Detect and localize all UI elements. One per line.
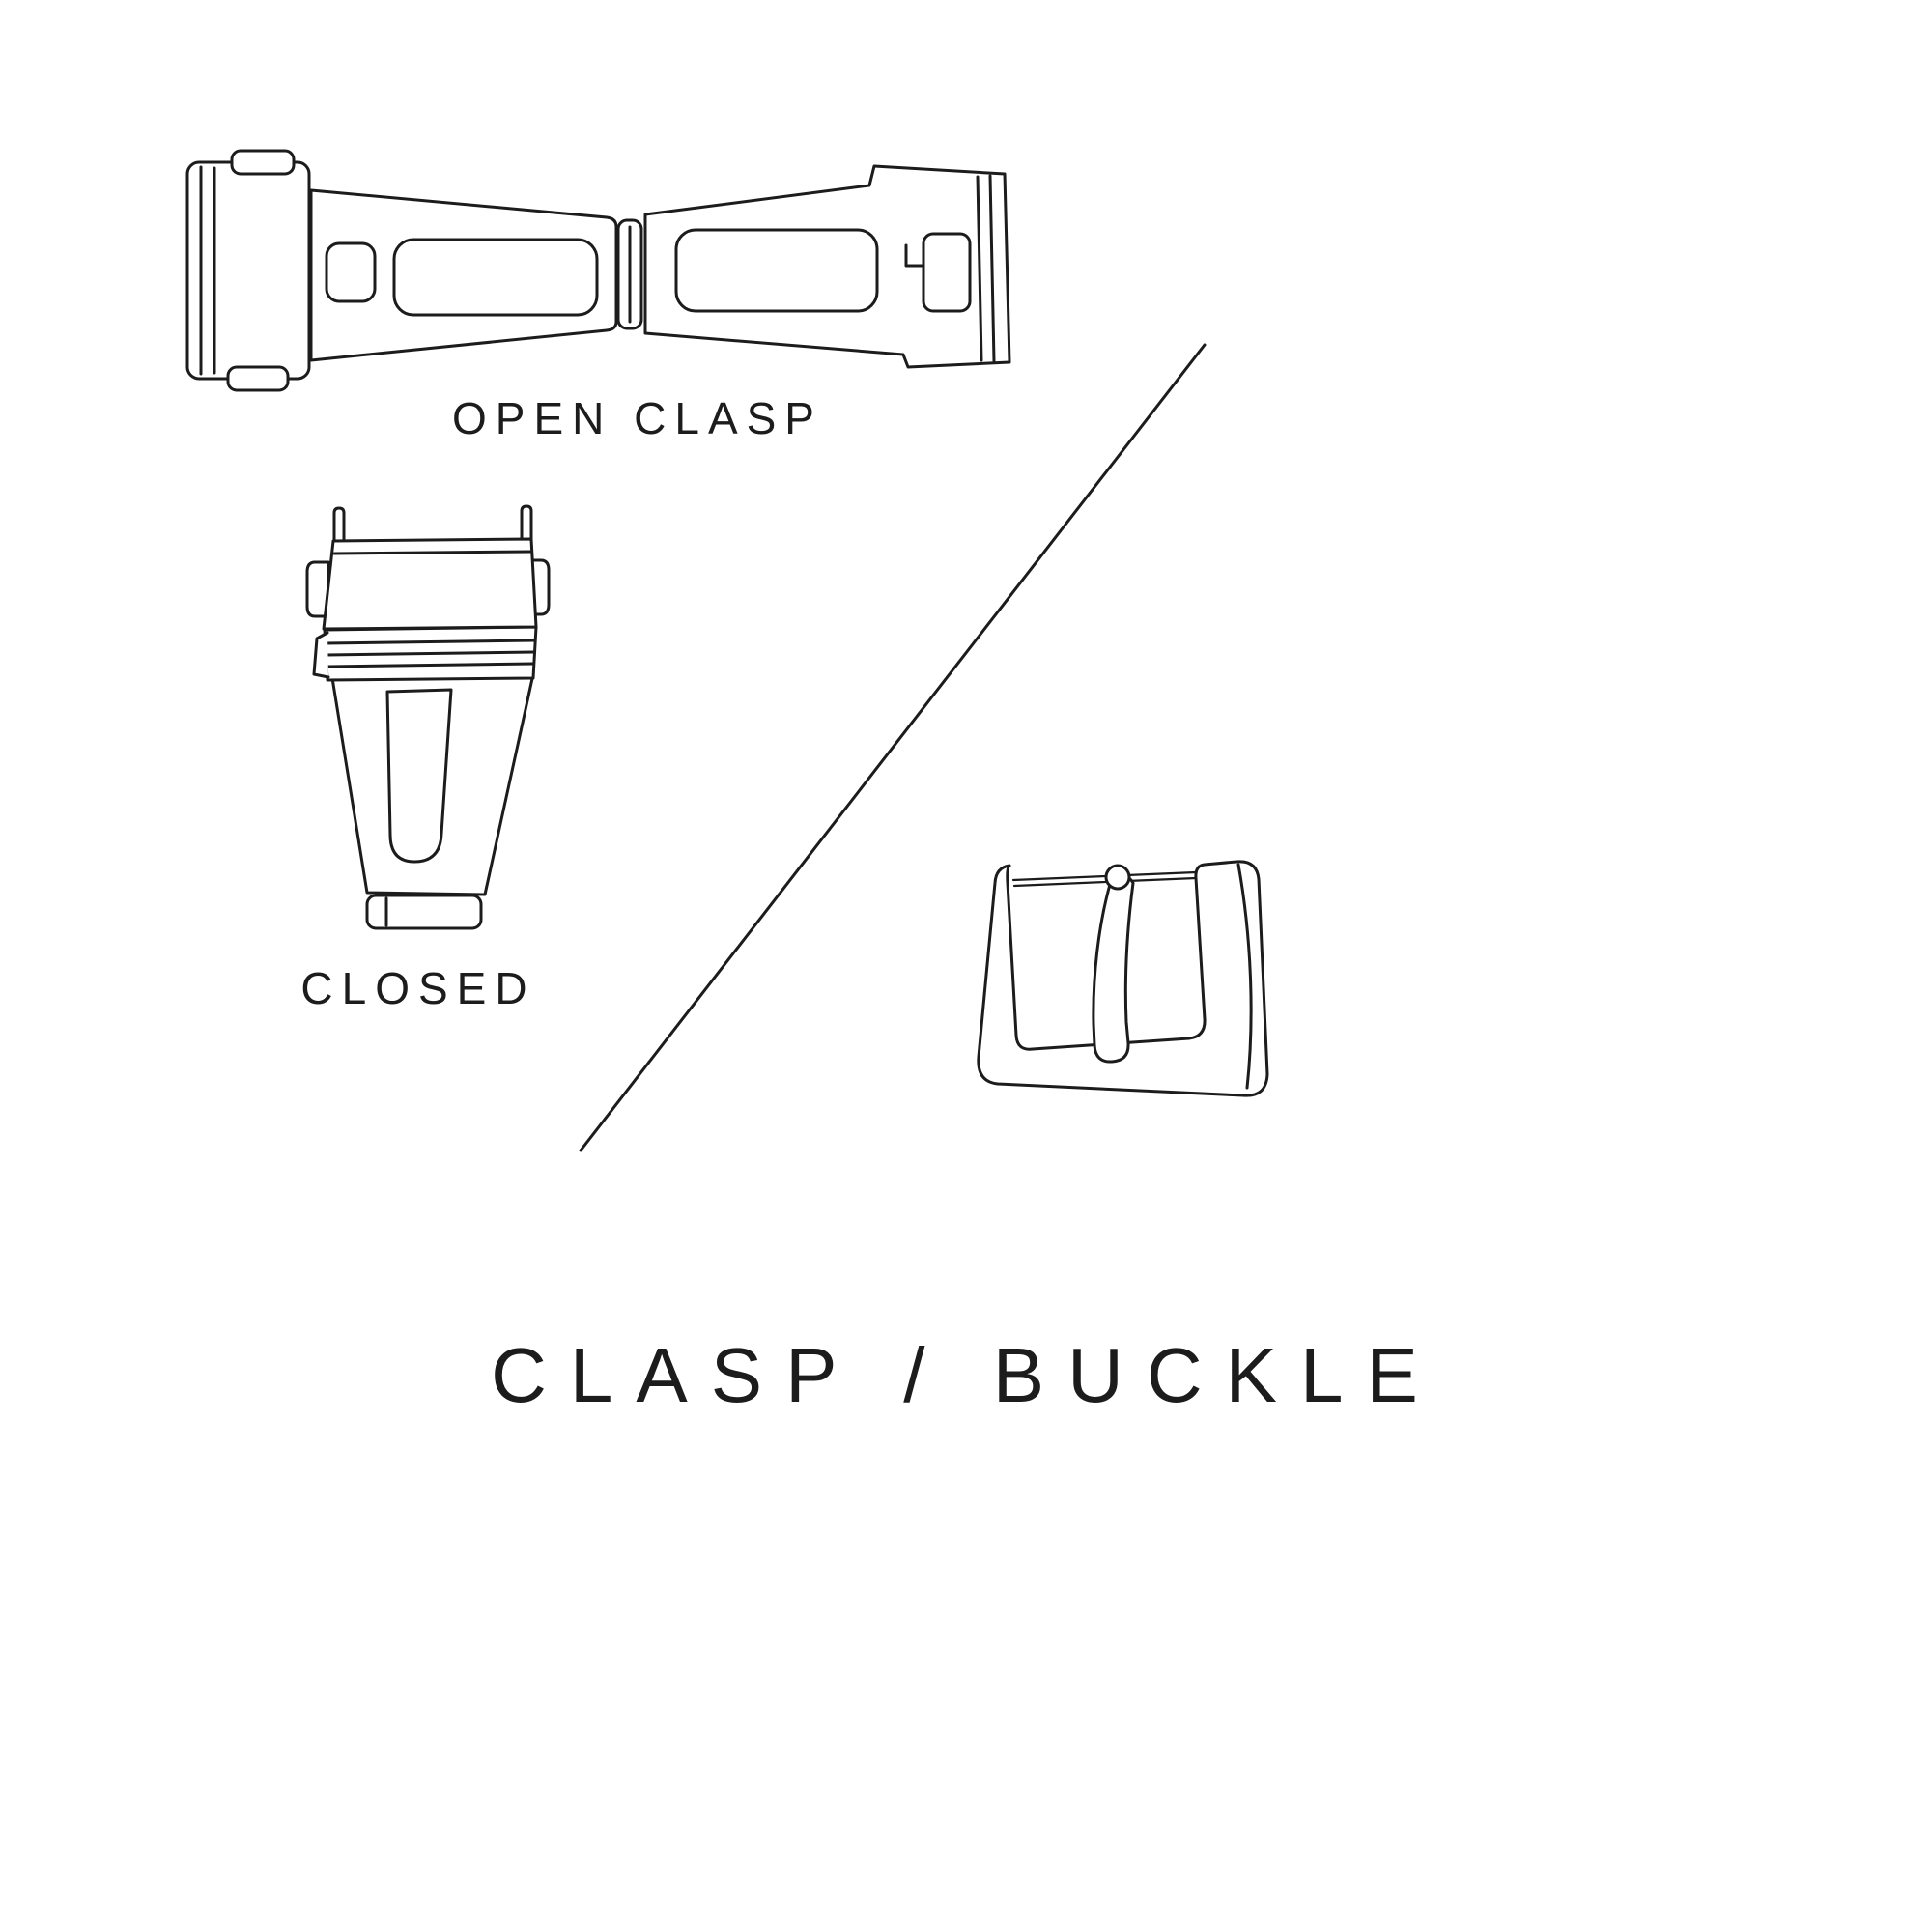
closed-clasp-illustration xyxy=(305,504,551,930)
buckle-illustration xyxy=(977,860,1269,1097)
closed-clasp-label: CLOSED xyxy=(300,963,536,1013)
open-clasp-label: OPEN CLASP xyxy=(452,393,823,443)
diagram-title: CLASP / BUCKLE xyxy=(491,1332,1441,1418)
open-clasp-illustration xyxy=(185,149,1011,392)
